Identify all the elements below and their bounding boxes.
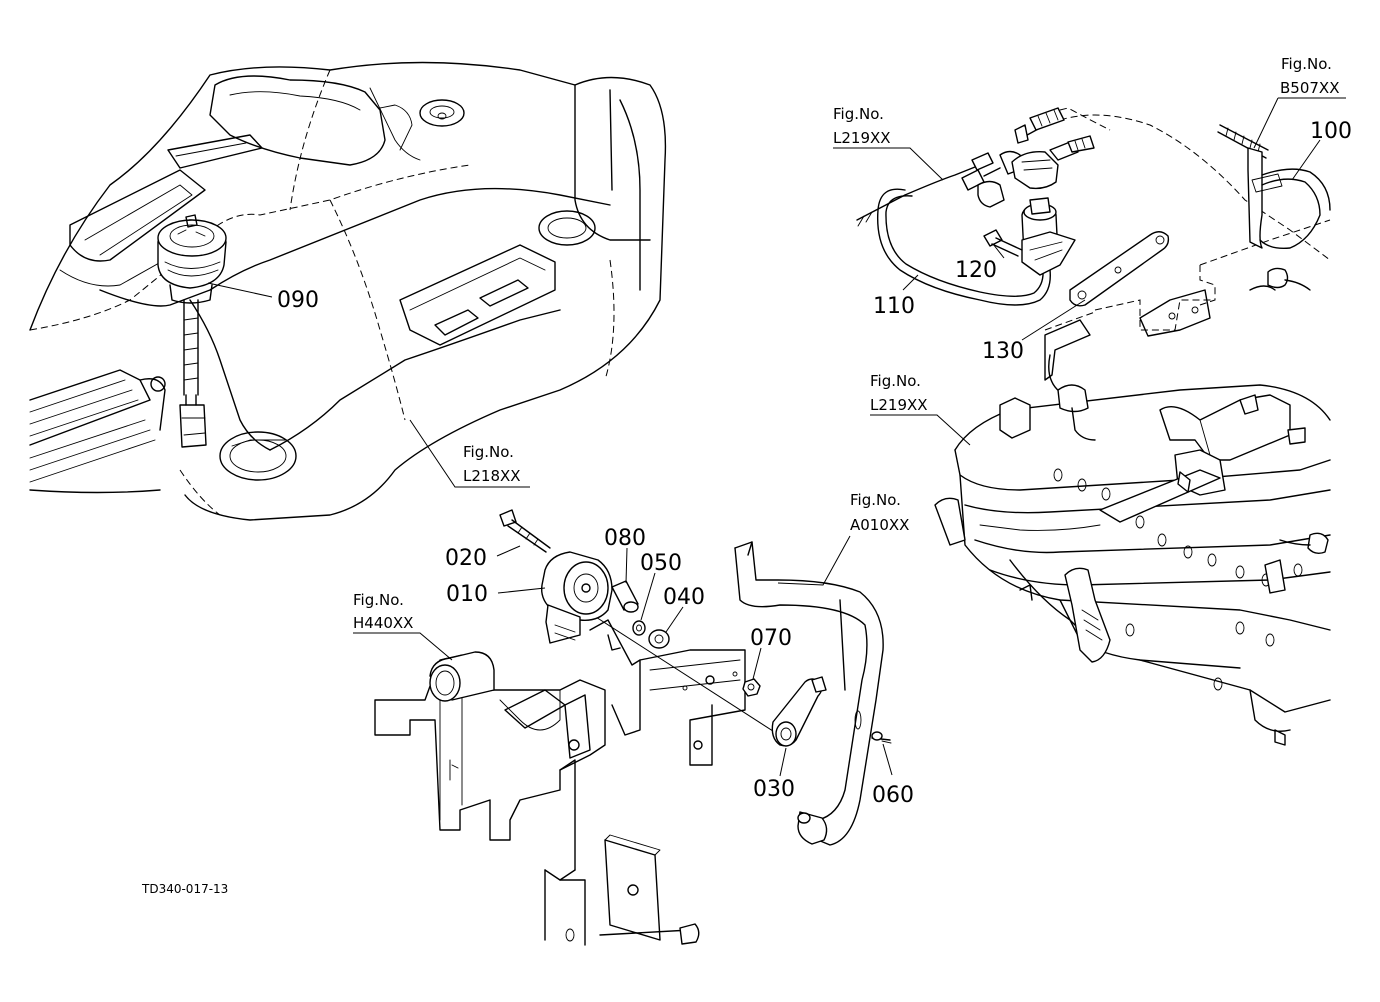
- fig-ref-l218-number: L218XX: [463, 467, 521, 485]
- fig-ref-b507-number: B507XX: [1280, 79, 1339, 97]
- part-label-100: 100: [1310, 119, 1352, 144]
- leader-l218: [409, 419, 530, 488]
- part-label-050: 050: [640, 551, 682, 576]
- part-label-070: 070: [750, 626, 792, 651]
- fig-ref-l219-mid-prefix: Fig.No.: [870, 372, 921, 390]
- part-label-020: 020: [445, 546, 487, 571]
- leader-b507: [1253, 97, 1346, 149]
- part-label-090: 090: [277, 288, 319, 313]
- fig-ref-l219-top-prefix: Fig.No.: [833, 105, 884, 123]
- leader-lines: [207, 97, 1346, 777]
- fig-ref-l218-prefix: Fig.No.: [463, 443, 514, 461]
- wiring-harness-assembly: [856, 107, 1331, 337]
- figure-references: Fig.No. L218XX Fig.No. L219XX Fig.No. B5…: [353, 55, 1339, 632]
- leader-040: [665, 606, 684, 633]
- rotary-sensor-010: [540, 551, 613, 644]
- leader-120: [992, 243, 1005, 259]
- fig-ref-l219-top-number: L219XX: [833, 129, 891, 147]
- split-pin-060: [871, 731, 892, 744]
- fig-ref-h440-number: H440XX: [353, 614, 413, 632]
- leader-l219-top: [833, 147, 944, 181]
- leader-060: [882, 743, 893, 776]
- fig-ref-h440-prefix: Fig.No.: [353, 591, 404, 609]
- part-label-060: 060: [872, 783, 914, 808]
- nut-070: [742, 678, 761, 697]
- washer-040: [648, 629, 670, 649]
- collar-080: [611, 580, 639, 613]
- leader-050: [640, 572, 656, 621]
- leader-l219-mid: [870, 414, 971, 446]
- part-label-040: 040: [663, 585, 705, 610]
- leader-080: [625, 547, 628, 584]
- part-label-120: 120: [955, 258, 997, 283]
- fig-ref-b507-prefix: Fig.No.: [1281, 55, 1332, 73]
- fig-ref-a010-prefix: Fig.No.: [850, 491, 901, 509]
- part-label-130: 130: [982, 339, 1024, 364]
- leader-030: [779, 747, 787, 777]
- part-label-110: 110: [873, 294, 915, 319]
- drawing-code: TD340-017-13: [141, 882, 228, 896]
- leader-h440: [353, 632, 453, 661]
- fig-ref-l219-mid-number: L219XX: [870, 396, 928, 414]
- sensor-bracket-assembly: [374, 609, 791, 946]
- part-number-labels: 090 020 010 080 050 040 070 030 060 100 …: [277, 119, 1352, 808]
- bolt-020: [499, 509, 551, 553]
- leader-090: [207, 282, 273, 298]
- operator-platform-assembly: [29, 61, 667, 521]
- leader-130: [1021, 299, 1086, 341]
- leader-a010: [777, 535, 851, 586]
- part-label-080: 080: [604, 526, 646, 551]
- fig-ref-a010-number: A010XX: [850, 516, 909, 534]
- part-label-030: 030: [753, 777, 795, 802]
- washer-050: [632, 620, 646, 636]
- leader-020: [496, 545, 521, 557]
- pedal-link-rod: [734, 541, 884, 846]
- leader-110: [902, 274, 919, 291]
- key-switch-090: [157, 214, 227, 448]
- leader-100: [1291, 139, 1321, 181]
- leader-070: [752, 647, 762, 680]
- part-label-010: 010: [446, 582, 488, 607]
- seat-frame-assembly: [934, 319, 1331, 746]
- sensor-arm-030: [771, 676, 827, 747]
- leader-010: [497, 587, 546, 594]
